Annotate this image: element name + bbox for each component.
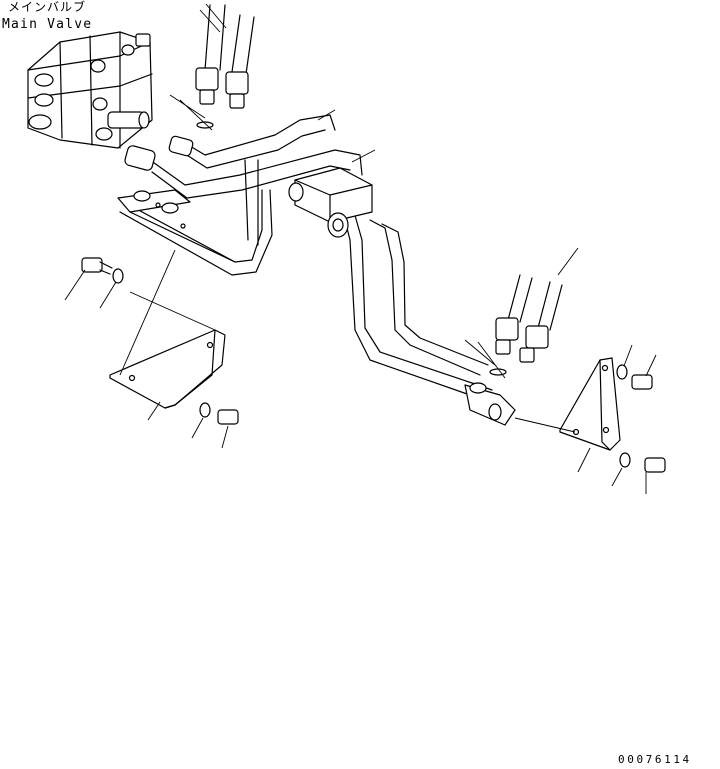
left-support-bracket xyxy=(109,249,226,421)
upper-fittings xyxy=(124,135,194,171)
left-bolt-upper xyxy=(64,257,124,309)
left-bolt-lower xyxy=(191,402,239,449)
right-support-bracket xyxy=(514,357,621,473)
o-ring-right xyxy=(464,339,507,379)
main-valve-label-en: Main Valve xyxy=(2,17,93,32)
left-clamp-rail xyxy=(117,189,236,263)
upper-hose-pair xyxy=(195,3,255,109)
right-bolts xyxy=(611,344,666,494)
o-ring-upper xyxy=(169,94,214,131)
main-valve-body xyxy=(27,31,153,149)
right-hose-pair xyxy=(495,247,579,363)
main-valve-label-jp: メインバルブ xyxy=(8,0,87,14)
center-block xyxy=(288,167,373,238)
document-number: 00076114 xyxy=(618,753,692,766)
callout-leaders xyxy=(317,109,376,163)
right-end-block xyxy=(464,382,516,426)
